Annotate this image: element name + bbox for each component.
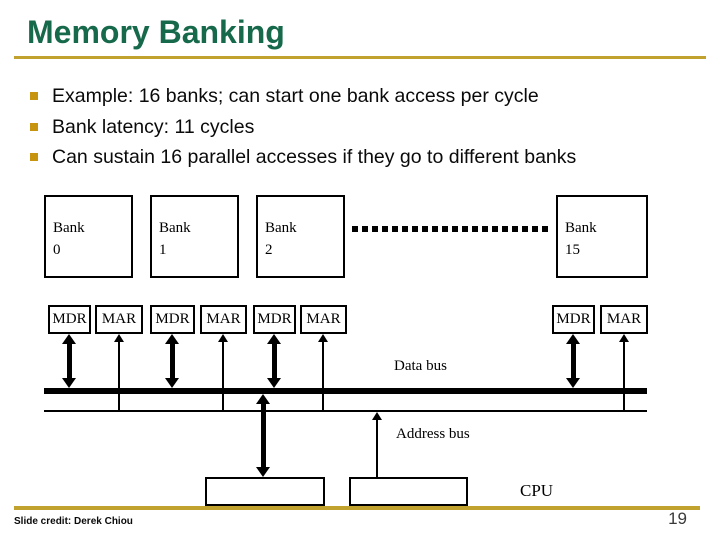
line-shaft (222, 340, 224, 410)
footer-rule (14, 506, 700, 510)
cpu-address-register-box (349, 477, 468, 506)
bank-number: 2 (265, 242, 273, 258)
arrowhead-up-icon (267, 334, 281, 344)
cpu-address-line (372, 412, 382, 477)
ellipsis-dotted-line (352, 226, 550, 232)
mar-box-bank1: MAR (200, 305, 247, 334)
bank-label: Bank (159, 220, 191, 236)
arrow-shaft (66, 343, 72, 379)
line-shaft (376, 418, 378, 477)
mar-box-bank15: MAR (600, 305, 648, 334)
address-bus-line (44, 410, 647, 412)
arrowhead-up-icon (256, 394, 270, 404)
mar-address-line (619, 334, 629, 410)
arrowhead-down-icon (62, 378, 76, 388)
arrowhead-up-icon (619, 334, 629, 342)
arrowhead-down-icon (267, 378, 281, 388)
bank-label: Bank (53, 220, 85, 236)
bank-label: Bank (265, 220, 297, 236)
arrowhead-up-icon (372, 412, 382, 420)
bank-number: 0 (53, 242, 61, 258)
cpu-data-arrow (256, 394, 270, 477)
arrowhead-up-icon (566, 334, 580, 344)
page-title: Memory Banking (27, 14, 285, 50)
title-underline-rule (14, 56, 706, 59)
mdr-data-arrow (267, 334, 281, 388)
mar-box-bank0: MAR (95, 305, 143, 334)
arrowhead-up-icon (62, 334, 76, 344)
arrowhead-up-icon (218, 334, 228, 342)
arrowhead-down-icon (256, 467, 270, 477)
mar-box-bank2: MAR (300, 305, 347, 334)
bullet-square-icon (30, 153, 38, 161)
arrowhead-up-icon (165, 334, 179, 344)
mar-address-line (114, 334, 124, 410)
arrow-shaft (260, 403, 266, 468)
bank-box-1: Bank 1 (150, 195, 239, 278)
mdr-data-arrow (62, 334, 76, 388)
bullet-text: Can sustain 16 parallel accesses if they… (52, 146, 577, 168)
arrowhead-up-icon (318, 334, 328, 342)
bank-box-0: Bank 0 (44, 195, 133, 278)
cpu-data-register-box (205, 477, 325, 506)
bullet-square-icon (30, 123, 38, 131)
line-shaft (118, 340, 120, 410)
arrowhead-down-icon (566, 378, 580, 388)
arrow-shaft (271, 343, 277, 379)
cpu-label: CPU (520, 481, 554, 500)
bullet-item: Can sustain 16 parallel accesses if they… (30, 145, 710, 169)
bank-box-15: Bank 15 (556, 195, 648, 278)
line-shaft (623, 340, 625, 410)
bank-number: 15 (565, 242, 580, 258)
mar-address-line (218, 334, 228, 410)
mdr-box-bank2: MDR (253, 305, 296, 334)
page-number: 19 (668, 509, 687, 528)
mdr-data-arrow (566, 334, 580, 388)
data-bus-line (44, 388, 647, 394)
bank-number: 1 (159, 242, 167, 258)
arrowhead-down-icon (165, 378, 179, 388)
mdr-box-bank1: MDR (150, 305, 195, 334)
bullet-text: Bank latency: 11 cycles (52, 116, 255, 138)
bullet-item: Bank latency: 11 cycles (30, 115, 710, 139)
mdr-box-bank15: MDR (552, 305, 595, 334)
bullet-square-icon (30, 92, 38, 100)
bullet-text: Example: 16 banks; can start one bank ac… (52, 85, 539, 107)
address-bus-label: Address bus (396, 426, 470, 442)
mar-address-line (318, 334, 328, 410)
mdr-data-arrow (165, 334, 179, 388)
arrow-shaft (169, 343, 175, 379)
bullet-item: Example: 16 banks; can start one bank ac… (30, 84, 710, 108)
data-bus-label: Data bus (394, 358, 447, 374)
bank-label: Bank (565, 220, 597, 236)
line-shaft (322, 340, 324, 410)
slide-credit: Slide credit: Derek Chiou (14, 516, 133, 527)
bank-box-2: Bank 2 (256, 195, 345, 278)
arrow-shaft (570, 343, 576, 379)
mdr-box-bank0: MDR (48, 305, 91, 334)
arrowhead-up-icon (114, 334, 124, 342)
